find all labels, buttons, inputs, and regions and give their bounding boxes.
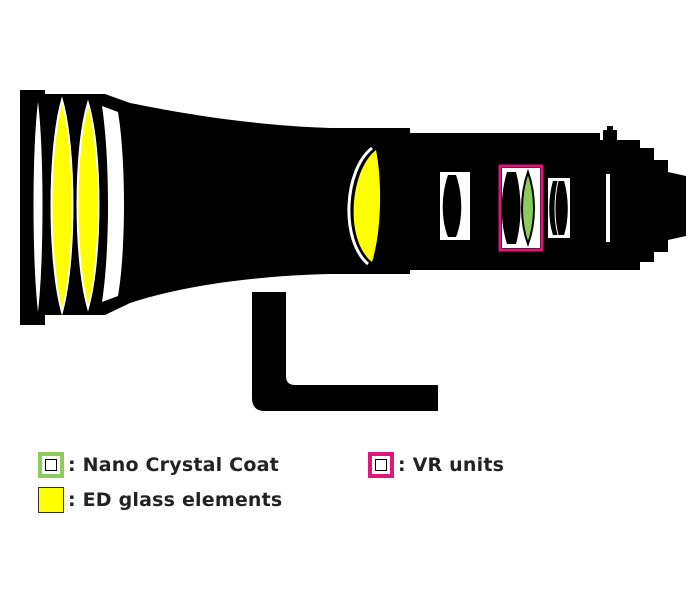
legend-item-nano-crystal-coat: : Nano Crystal Coat [38, 452, 279, 478]
ed-element-front-1 [50, 96, 74, 316]
legend-item-vr-units: : VR units [368, 452, 504, 478]
middle-meniscus-highlight [347, 146, 373, 266]
vr-element-1 [501, 172, 521, 244]
rear-group-element-1 [442, 175, 462, 237]
ed-element-front-2 [76, 99, 100, 312]
top-knob [603, 130, 617, 142]
nano-coated-element [521, 168, 535, 247]
vr-unit-outline [498, 164, 544, 252]
legend-label-nano: : Nano Crystal Coat [68, 454, 279, 476]
lens-barrel [20, 90, 686, 325]
green-outline-square-icon [38, 452, 64, 478]
rear-element-thin [606, 174, 610, 242]
rear-group-element-2 [549, 181, 568, 235]
tripod-foot [252, 292, 438, 411]
yellow-filled-square-icon [38, 487, 64, 513]
magenta-outline-square-icon [368, 452, 394, 478]
legend-label-ed: : ED glass elements [68, 489, 283, 511]
legend-label-vr: : VR units [398, 454, 505, 476]
ed-element-middle [353, 150, 381, 262]
legend-item-ed-glass: : ED glass elements [38, 487, 282, 513]
front-rear-element [102, 106, 124, 302]
front-meniscus-element [33, 102, 43, 312]
